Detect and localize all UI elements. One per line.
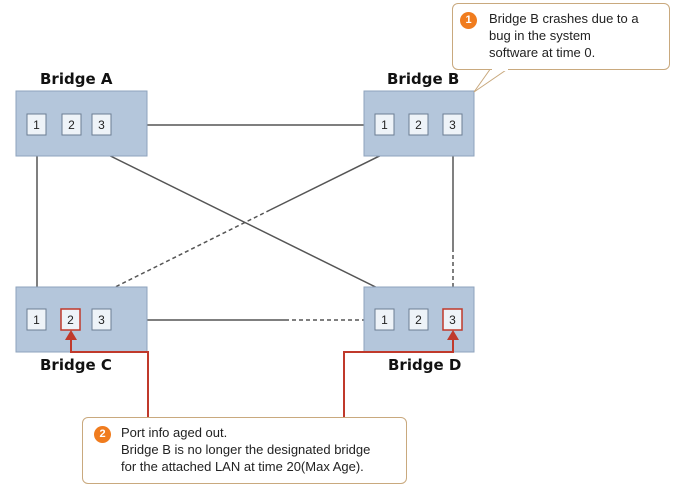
callout-2-line-1: Port info aged out. bbox=[121, 425, 228, 440]
bridge-d-label: Bridge D bbox=[388, 356, 461, 374]
bridge-c-port-1 bbox=[26, 308, 47, 331]
bridge-a-port-1 bbox=[26, 113, 47, 136]
callout-1-pointer bbox=[473, 67, 511, 93]
callout-2-line-3: for the attached LAN at time 20(Max Age)… bbox=[121, 459, 364, 474]
bridge-a: Bridge A 1 2 3 bbox=[15, 70, 148, 157]
callout-1: 1 Bridge B crashes due to a bug in the s… bbox=[452, 3, 670, 70]
bridge-c-port-2 bbox=[60, 308, 81, 331]
bridge-a-port-1-label: 1 bbox=[33, 118, 40, 132]
bridge-c: 1 2 3 Bridge C bbox=[15, 286, 148, 374]
bridge-c-port-1-label: 1 bbox=[33, 313, 40, 327]
bridge-b-port-3 bbox=[442, 113, 463, 136]
step-1-badge-icon: 1 bbox=[460, 12, 477, 29]
step-2-badge-icon: 2 bbox=[94, 426, 111, 443]
callout-1-line-3: software at time 0. bbox=[489, 45, 596, 60]
bridge-a-port-2 bbox=[61, 113, 82, 136]
bridge-a-port-3 bbox=[91, 113, 112, 136]
callout-2: 2 Port info aged out. Bridge B is no lon… bbox=[82, 417, 407, 484]
bridge-d-port-3-label: 3 bbox=[449, 313, 456, 327]
bridge-b: Bridge B 1 2 3 bbox=[363, 70, 475, 157]
bridge-a-port-2-label: 2 bbox=[68, 118, 75, 132]
arrowhead-c2-icon bbox=[65, 330, 77, 340]
bridge-c-port-3 bbox=[91, 308, 112, 331]
bridge-d-port-2-label: 2 bbox=[415, 313, 422, 327]
bridge-b-label: Bridge B bbox=[387, 70, 459, 88]
bridge-d-port-2 bbox=[408, 308, 429, 331]
callout-2-line-2: Bridge B is no longer the designated bri… bbox=[121, 442, 371, 457]
connector-to-d3 bbox=[343, 338, 454, 417]
bridge-c-port-3-label: 3 bbox=[98, 313, 105, 327]
bridge-c-port-2-label: 2 bbox=[67, 313, 74, 327]
callout-1-pointer-seam bbox=[492, 68, 508, 71]
bridge-c-label: Bridge C bbox=[40, 356, 112, 374]
bridge-d: 1 2 3 Bridge D bbox=[363, 286, 475, 374]
bridge-a-port-3-label: 3 bbox=[98, 118, 105, 132]
callout-1-text: Bridge B crashes due to a bug in the sys… bbox=[489, 10, 639, 61]
bridge-d-port-1-label: 1 bbox=[381, 313, 388, 327]
bridge-d-port-1 bbox=[374, 308, 395, 331]
connector-to-c2 bbox=[70, 338, 149, 417]
callout-2-text: Port info aged out. Bridge B is no longe… bbox=[121, 424, 370, 475]
bridge-a-label: Bridge A bbox=[40, 70, 113, 88]
bridge-b-port-2 bbox=[408, 113, 429, 136]
bridge-b-port-1 bbox=[374, 113, 395, 136]
bridge-b-port-3-label: 3 bbox=[449, 118, 456, 132]
bridge-d-port-3 bbox=[442, 308, 463, 331]
callout-1-line-2: bug in the system bbox=[489, 28, 591, 43]
aged-out-connectors bbox=[70, 338, 454, 417]
link-a2-d2 bbox=[71, 136, 421, 310]
bridge-b-port-2-label: 2 bbox=[415, 118, 422, 132]
callout-1-line-1: Bridge B crashes due to a bbox=[489, 11, 639, 26]
bridge-b-port-1-label: 1 bbox=[381, 118, 388, 132]
arrowhead-d3-icon bbox=[447, 330, 459, 340]
